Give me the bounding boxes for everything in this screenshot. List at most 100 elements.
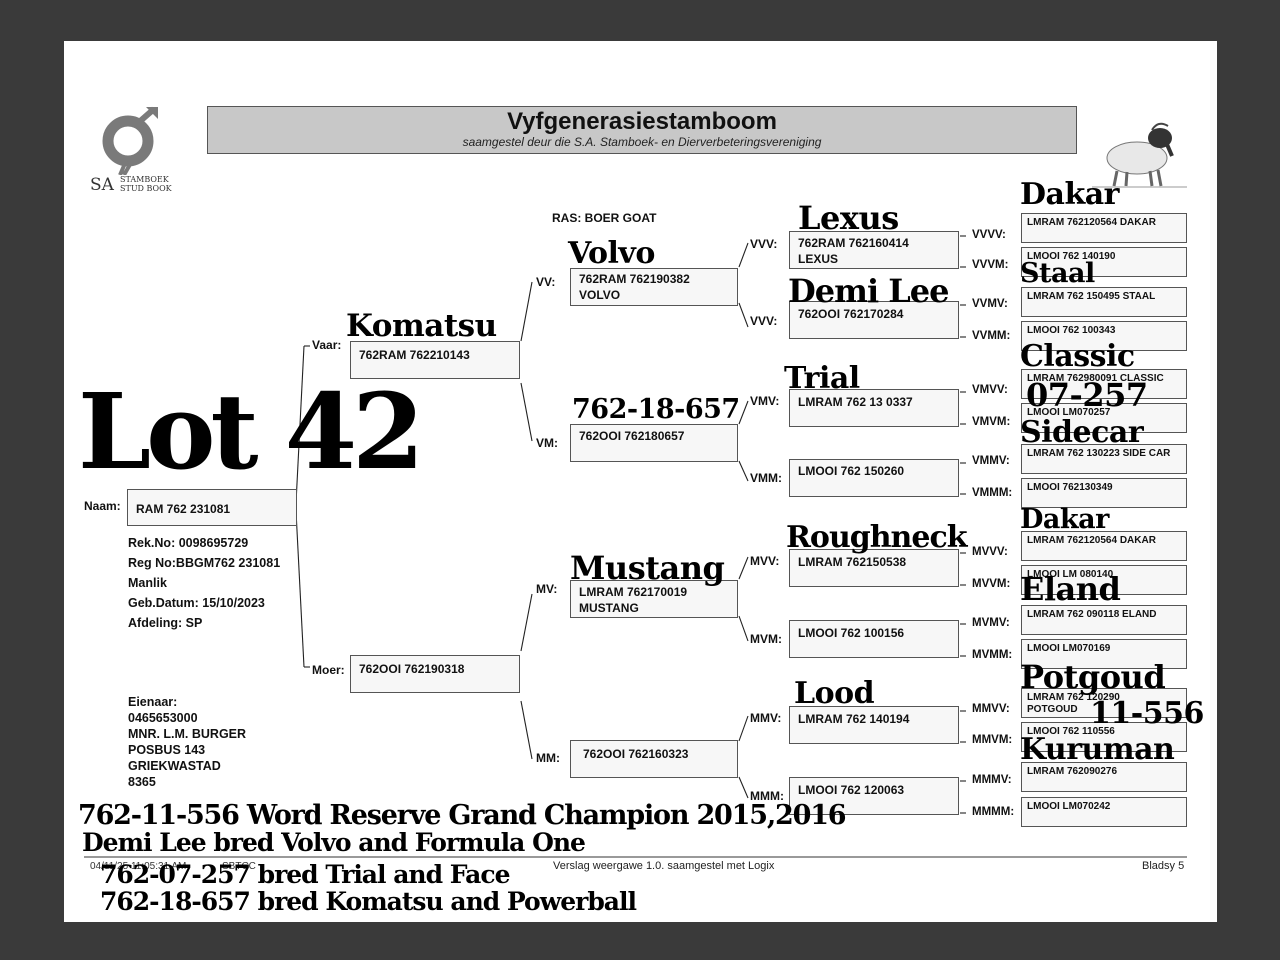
note-762-18-657: 762-18-657	[572, 394, 740, 425]
pedigree-lines	[84, 235, 1187, 858]
mmm-box: LMOOI 762 120063	[789, 777, 959, 815]
gen4-label: MMMV:	[972, 774, 1012, 786]
gen4-label: VVMM:	[972, 330, 1011, 342]
vm-label: VM:	[536, 436, 558, 450]
mmm-id: LMOOI 762 120063	[798, 783, 905, 797]
moer-label: Moer:	[312, 663, 345, 677]
mv-id: LMRAM 762170019	[579, 585, 688, 599]
gen4-label: MVVM:	[972, 578, 1011, 590]
page-subtitle: saamgestel deur die S.A. Stamboek- en Di…	[462, 135, 822, 149]
note-lexus: Lexus	[798, 199, 899, 237]
gen4-box: LMOOI LM070169	[1021, 639, 1187, 669]
vaar-id: 762RAM 762210143	[359, 348, 470, 362]
moer-box: 762OOI 762190318	[350, 655, 520, 693]
note-line-2: Demi Lee bred Volvo and Formula One	[82, 828, 586, 857]
gen4-label: VMMV:	[972, 455, 1010, 467]
note-volvo: Volvo	[568, 236, 655, 271]
vv-box: 762RAM 762190382 VOLVO	[570, 268, 738, 306]
gen4-box: LMRAM 762 150495 STAAL	[1021, 287, 1187, 317]
vm-box: 762OOI 762180657	[570, 424, 738, 462]
gen4-label: MMMM:	[972, 806, 1015, 818]
note-dakar-1: Dakar	[1020, 177, 1119, 212]
note-11-556: 11-556	[1090, 696, 1204, 731]
vvv-id: 762RAM 762160414	[798, 236, 909, 250]
gen4-id: LMOOI 762 100343	[1027, 325, 1116, 336]
vaar-label: Vaar:	[312, 338, 342, 352]
note-line-3: 762-07-257 bred Trial and Face	[100, 860, 510, 889]
gen4-box: LMRAM 762 090118 ELAND	[1021, 605, 1187, 635]
mmv-id: LMRAM 762 140194	[798, 712, 910, 726]
gen4-id: LMRAM 762980091 CLASSIC	[1027, 373, 1164, 384]
owner-phone: 0465653000	[128, 711, 198, 725]
gen4-label: MMVM:	[972, 734, 1013, 746]
vvm-box: 762OOI 762170284	[789, 301, 959, 339]
mv-name: MUSTANG	[579, 601, 639, 615]
vmm-box: LMOOI 762 150260	[789, 459, 959, 497]
gen4-id: LMOOI LM070257	[1027, 407, 1111, 418]
breed-label: RAS: BOER GOAT	[552, 211, 657, 225]
mvv-id: LMRAM 762150538	[798, 555, 907, 569]
gen4-box: LMOOI LM070257	[1021, 403, 1187, 433]
gen4-label: VVVM:	[972, 259, 1009, 271]
gen4-id: LMRAM 762090276	[1027, 766, 1118, 777]
gen4-box: LMOOI 762130349	[1021, 478, 1187, 508]
note-dakar-2: Dakar	[1020, 504, 1109, 535]
note-potgoud: Potgoud	[1020, 658, 1166, 696]
birth-date: Geb.Datum: 15/10/2023	[128, 596, 265, 610]
gen4-id: LMRAM 762120564 DAKAR	[1027, 217, 1156, 228]
gen4-id: LMOOI LM070242	[1027, 801, 1111, 812]
owner-name: MNR. L.M. BURGER	[128, 727, 247, 741]
note-komatsu: Komatsu	[346, 308, 497, 344]
goat-image	[1092, 122, 1187, 188]
vmv-label: VMV:	[750, 394, 780, 408]
note-demi-lee: Demi Lee	[788, 272, 949, 310]
gen4-label: MVMV:	[972, 617, 1010, 629]
owner-label: Eienaar:	[128, 695, 178, 709]
owner-town: GRIEKWASTAD	[128, 759, 221, 773]
gen4-id: LMRAM 762 090118 ELAND	[1027, 609, 1157, 620]
gen4-box: LMOOI 762 110556	[1021, 722, 1187, 752]
gen4-box: LMRAM 762090276	[1021, 762, 1187, 792]
gen4-id: LMOOI 762 110556	[1027, 726, 1115, 737]
owner-po-box: POSBUS 143	[128, 743, 206, 757]
rek-no: Rek.No: 0098695729	[128, 536, 249, 550]
gen4-box: LMRAM 762120564 DAKAR	[1021, 531, 1187, 561]
footer-page: Bladsy 5	[1142, 860, 1185, 872]
gen4-label: VVVV:	[972, 229, 1006, 241]
afdeling: Afdeling: SP	[128, 616, 203, 630]
footer-version: Verslag weergawe 1.0. saamgestel met Log…	[553, 860, 775, 872]
page-title: Vyfgenerasiestamboom	[507, 108, 777, 135]
vmm-label: VMM:	[750, 471, 782, 485]
sex: Manlik	[128, 576, 167, 590]
note-sidecar: Sidecar	[1020, 415, 1144, 450]
gen4-label: VMVV:	[972, 384, 1008, 396]
logo-text-sa: SA	[90, 175, 114, 195]
vm-id: 762OOI 762180657	[579, 429, 685, 443]
mvm-label: MVM:	[750, 632, 782, 646]
gen4-box: LMOOI 762 100343	[1021, 321, 1187, 351]
note-classic: Classic	[1020, 339, 1135, 374]
vvv-label: VVV:	[750, 237, 778, 251]
note-eland: Eland	[1020, 570, 1121, 608]
naam-label: Naam:	[84, 499, 121, 513]
vmv-id: LMRAM 762 13 0337	[798, 395, 913, 409]
gen4-id: LMRAM 762 130223 SIDE CAR	[1027, 448, 1171, 459]
vvm-label: VVV:	[750, 314, 778, 328]
owner-info: Eienaar: 0465653000 MNR. L.M. BURGER POS…	[128, 694, 246, 790]
reg-no: Reg No:BBGM762 231081	[128, 556, 281, 570]
owner-code: 8365	[128, 775, 156, 789]
gen4-id: LMOOI 762 140190	[1027, 251, 1116, 262]
mvm-box: LMOOI 762 100156	[789, 620, 959, 658]
gen4-id: LMOOI 762130349	[1027, 482, 1113, 493]
logo-symbol-icon	[102, 106, 158, 175]
mmm-label: MMM:	[750, 789, 784, 803]
vvm-id: 762OOI 762170284	[798, 307, 904, 321]
vvv-box: 762RAM 762160414 LEXUS	[789, 231, 959, 269]
mv-box: LMRAM 762170019 MUSTANG	[570, 580, 738, 618]
footer-date: 04/11/25 11:05:31 AM	[90, 861, 187, 872]
note-lood: Lood	[794, 676, 875, 711]
